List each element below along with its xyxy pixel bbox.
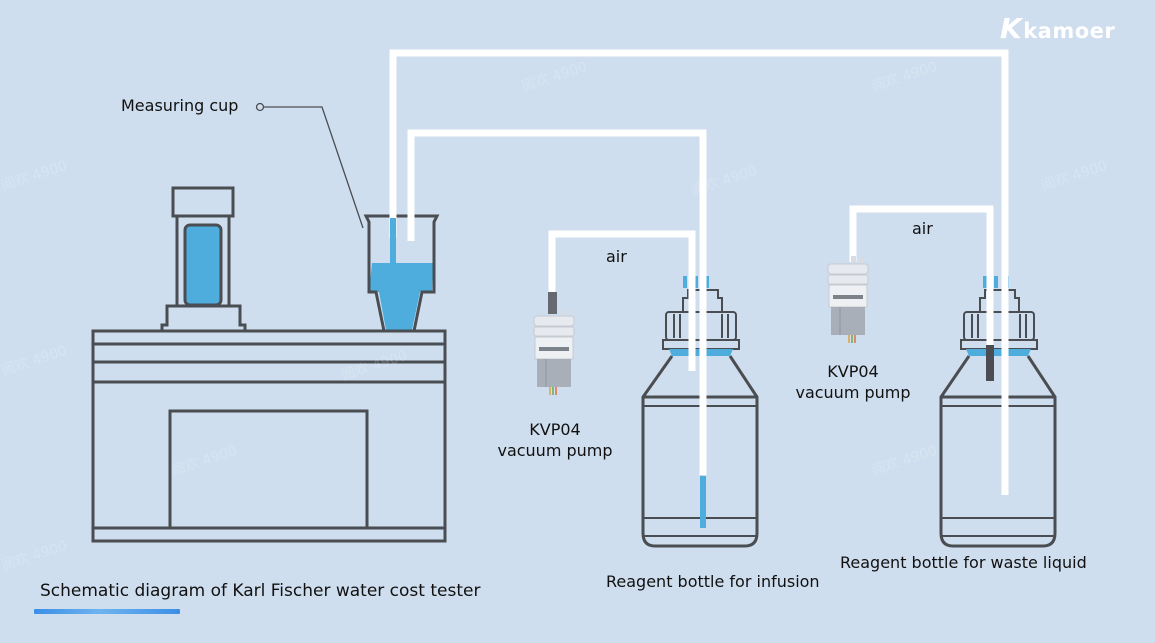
title-underline (34, 609, 180, 614)
waste-vent-stub-overlay (986, 345, 994, 381)
measuring-cup-leader (255, 102, 364, 229)
diagram-title: Schematic diagram of Karl Fischer water … (40, 581, 481, 601)
kamoer-logo-icon: K (1000, 12, 1023, 45)
label-pump-left-type: vacuum pump (497, 441, 613, 460)
label-air-left: air (606, 247, 627, 266)
vacuum-pump-right (827, 256, 869, 343)
burette-stand (160, 186, 247, 331)
tube-overlay (688, 270, 1009, 495)
kamoer-logo: Kkamoer (1000, 12, 1115, 45)
label-pump-left-model: KVP04 (529, 420, 581, 439)
waste-bottle (939, 276, 1057, 548)
instrument-housing (91, 329, 447, 543)
label-pump-right-model: KVP04 (827, 362, 879, 381)
infusion-tube-liquid-overlay (700, 476, 706, 528)
instrument-front-panel (168, 409, 369, 528)
titrator-body (91, 329, 447, 543)
measuring-cup (363, 214, 440, 333)
label-bottle-infusion: Reagent bottle for infusion (606, 572, 820, 591)
label-air-right: air (912, 219, 933, 238)
kamoer-logo-text: kamoer (1023, 19, 1116, 43)
burette-liquid (183, 223, 223, 307)
label-bottle-waste: Reagent bottle for waste liquid (840, 553, 1087, 572)
cup-tube-liquid (390, 218, 396, 264)
label-measuring-cup: Measuring cup (121, 96, 239, 115)
label-pump-right-type: vacuum pump (795, 383, 911, 402)
vacuum-pump-left (533, 292, 575, 395)
